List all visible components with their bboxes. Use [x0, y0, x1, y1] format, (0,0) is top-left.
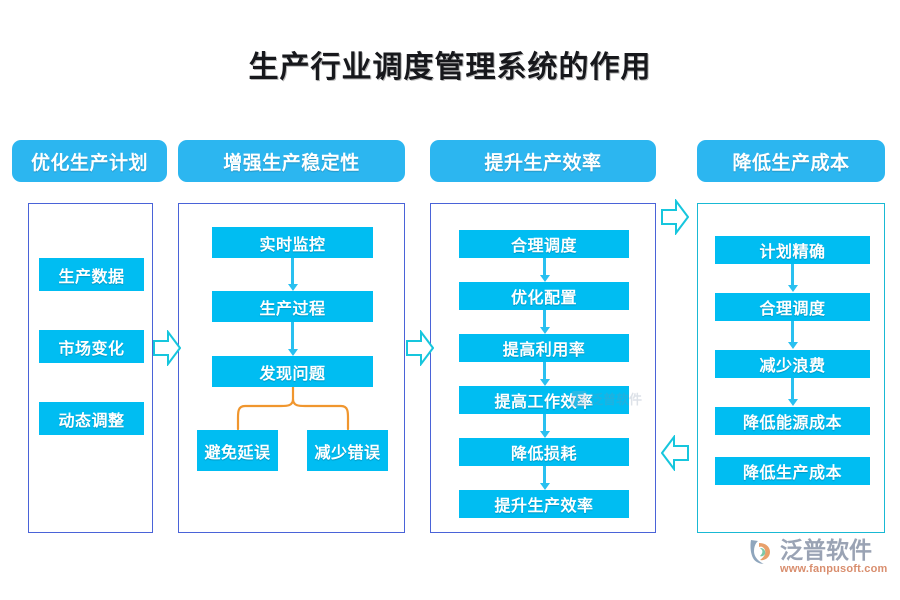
branch-bracket: [236, 387, 350, 431]
node-box[interactable]: 优化配置: [459, 282, 629, 310]
node-box[interactable]: 动态调整: [39, 402, 144, 435]
node-box[interactable]: 提升生产效率: [459, 490, 629, 518]
column-panel-4: 计划精确 合理调度 减少浪费 降低能源成本 降低生产成本: [697, 203, 885, 533]
connector-arrow-down: [791, 264, 794, 286]
brand-mark-icon: [750, 540, 770, 564]
node-box[interactable]: 生产过程: [212, 291, 373, 322]
connector-arrow-down: [543, 466, 546, 484]
brand-url: www.fanpusoft.com: [780, 563, 888, 576]
column-header-2[interactable]: 增强生产稳定性: [178, 140, 405, 182]
column-header-3[interactable]: 提升生产效率: [430, 140, 656, 182]
column-header-1[interactable]: 优化生产计划: [12, 140, 167, 182]
brand-name: 泛普软件: [780, 537, 872, 563]
node-box[interactable]: 避免延误: [197, 430, 278, 471]
connector-arrow-down: [543, 362, 546, 380]
arrow-right-icon: [661, 199, 689, 235]
node-box[interactable]: 降低生产成本: [715, 457, 870, 485]
arrow-right-icon: [406, 330, 434, 366]
node-box[interactable]: 合理调度: [459, 230, 629, 258]
arrow-left-icon: [661, 435, 689, 471]
connector-arrow-down: [291, 322, 294, 350]
connector-arrow-down: [543, 414, 546, 432]
node-box[interactable]: 提高利用率: [459, 334, 629, 362]
brand-logo: 泛普软件 www.fanpusoft.com: [748, 538, 888, 576]
connector-arrow-down: [791, 378, 794, 400]
node-box[interactable]: 生产数据: [39, 258, 144, 291]
node-box[interactable]: 发现问题: [212, 356, 373, 387]
node-box[interactable]: 市场变化: [39, 330, 144, 363]
page-title: 生产行业调度管理系统的作用: [248, 51, 652, 84]
connector-arrow-down: [791, 321, 794, 343]
column-panel-3: 合理调度 优化配置 提高利用率 提高工作效率 降低损耗 提升生产效率 泛普软件: [430, 203, 656, 533]
column-header-4[interactable]: 降低生产成本: [697, 140, 885, 182]
column-panel-2: 实时监控 生产过程 发现问题 避免延误 减少错误: [178, 203, 405, 533]
node-box[interactable]: 实时监控: [212, 227, 373, 258]
connector-arrow-down: [543, 310, 546, 328]
connector-arrow-down: [291, 258, 294, 285]
node-box[interactable]: 降低能源成本: [715, 407, 870, 435]
arrow-right-icon: [153, 330, 181, 366]
node-box[interactable]: 减少错误: [307, 430, 388, 471]
node-box[interactable]: 降低损耗: [459, 438, 629, 466]
node-box[interactable]: 减少浪费: [715, 350, 870, 378]
connector-arrow-down: [543, 258, 546, 276]
node-box[interactable]: 合理调度: [715, 293, 870, 321]
node-box[interactable]: 计划精确: [715, 236, 870, 264]
node-box[interactable]: 提高工作效率: [459, 386, 629, 414]
column-panel-1: 生产数据 市场变化 动态调整: [28, 203, 153, 533]
